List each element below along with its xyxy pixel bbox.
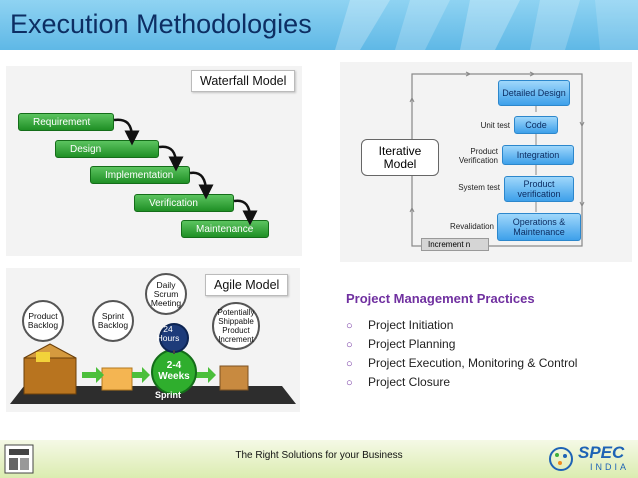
agile-product-backlog: Product Backlog — [22, 300, 64, 342]
agile-title: Agile Model — [205, 274, 289, 296]
agile-increment: Potentially Shippable Product Increment — [212, 302, 260, 350]
title-banner: Execution Methodologies — [0, 0, 638, 50]
agile-weeks: 2-4 Weeks — [158, 360, 190, 382]
bullet-icon: ○ — [346, 320, 353, 332]
agile-sprint-label: Sprint — [155, 390, 181, 400]
iterative-box-integration: Integration — [502, 145, 574, 165]
agile-hours: 24 Hours — [156, 324, 180, 343]
iterative-box-product-verification: Product verification — [504, 176, 574, 202]
page-title: Execution Methodologies — [10, 9, 312, 39]
logo-text-india: INDIA — [590, 462, 630, 472]
iterative-center-label: Iterative Model — [361, 139, 439, 176]
iterative-increment-tab: Increment n — [421, 238, 489, 251]
waterfall-step-implementation: Implementation — [90, 166, 190, 184]
bullet-icon: ○ — [346, 358, 353, 370]
agile-sprint-backlog: Sprint Backlog — [92, 300, 134, 342]
iterative-label-product-verification: Product Verification — [458, 147, 498, 165]
iterative-box-detailed-design: Detailed Design — [498, 80, 570, 106]
waterfall-title: Waterfall Model — [191, 70, 296, 92]
pm-item: ○Project Closure — [346, 375, 451, 389]
agile-daily-scrum: Daily Scrum Meeting — [145, 273, 187, 315]
iterative-label-revalidation: Revalidation — [449, 222, 494, 231]
banner-decoration — [335, 0, 638, 50]
pm-title: Project Management Practices — [346, 291, 535, 306]
spec-india-logo-icon — [549, 447, 573, 471]
footer: The Right Solutions for your Business SP… — [0, 440, 638, 478]
pm-item: ○Project Planning — [346, 337, 456, 351]
agile-illustration — [10, 323, 296, 404]
pm-item: ○Project Initiation — [346, 318, 454, 332]
footer-tagline: The Right Solutions for your Business — [235, 450, 403, 461]
iterative-box-operations: Operations & Maintenance — [497, 213, 581, 241]
logo-text-spec: SPEC — [578, 443, 625, 462]
bullet-icon: ○ — [346, 377, 353, 389]
iso-certificate-icon — [4, 444, 34, 474]
waterfall-step-requirement: Requirement — [18, 113, 114, 131]
iterative-label-system-test: System test — [458, 183, 500, 192]
waterfall-arrows — [113, 118, 258, 226]
pm-item: ○Project Execution, Monitoring & Control — [346, 356, 578, 370]
iterative-label-unit-test: Unit test — [480, 121, 510, 130]
bullet-icon: ○ — [346, 339, 353, 351]
iterative-box-code: Code — [514, 116, 558, 134]
